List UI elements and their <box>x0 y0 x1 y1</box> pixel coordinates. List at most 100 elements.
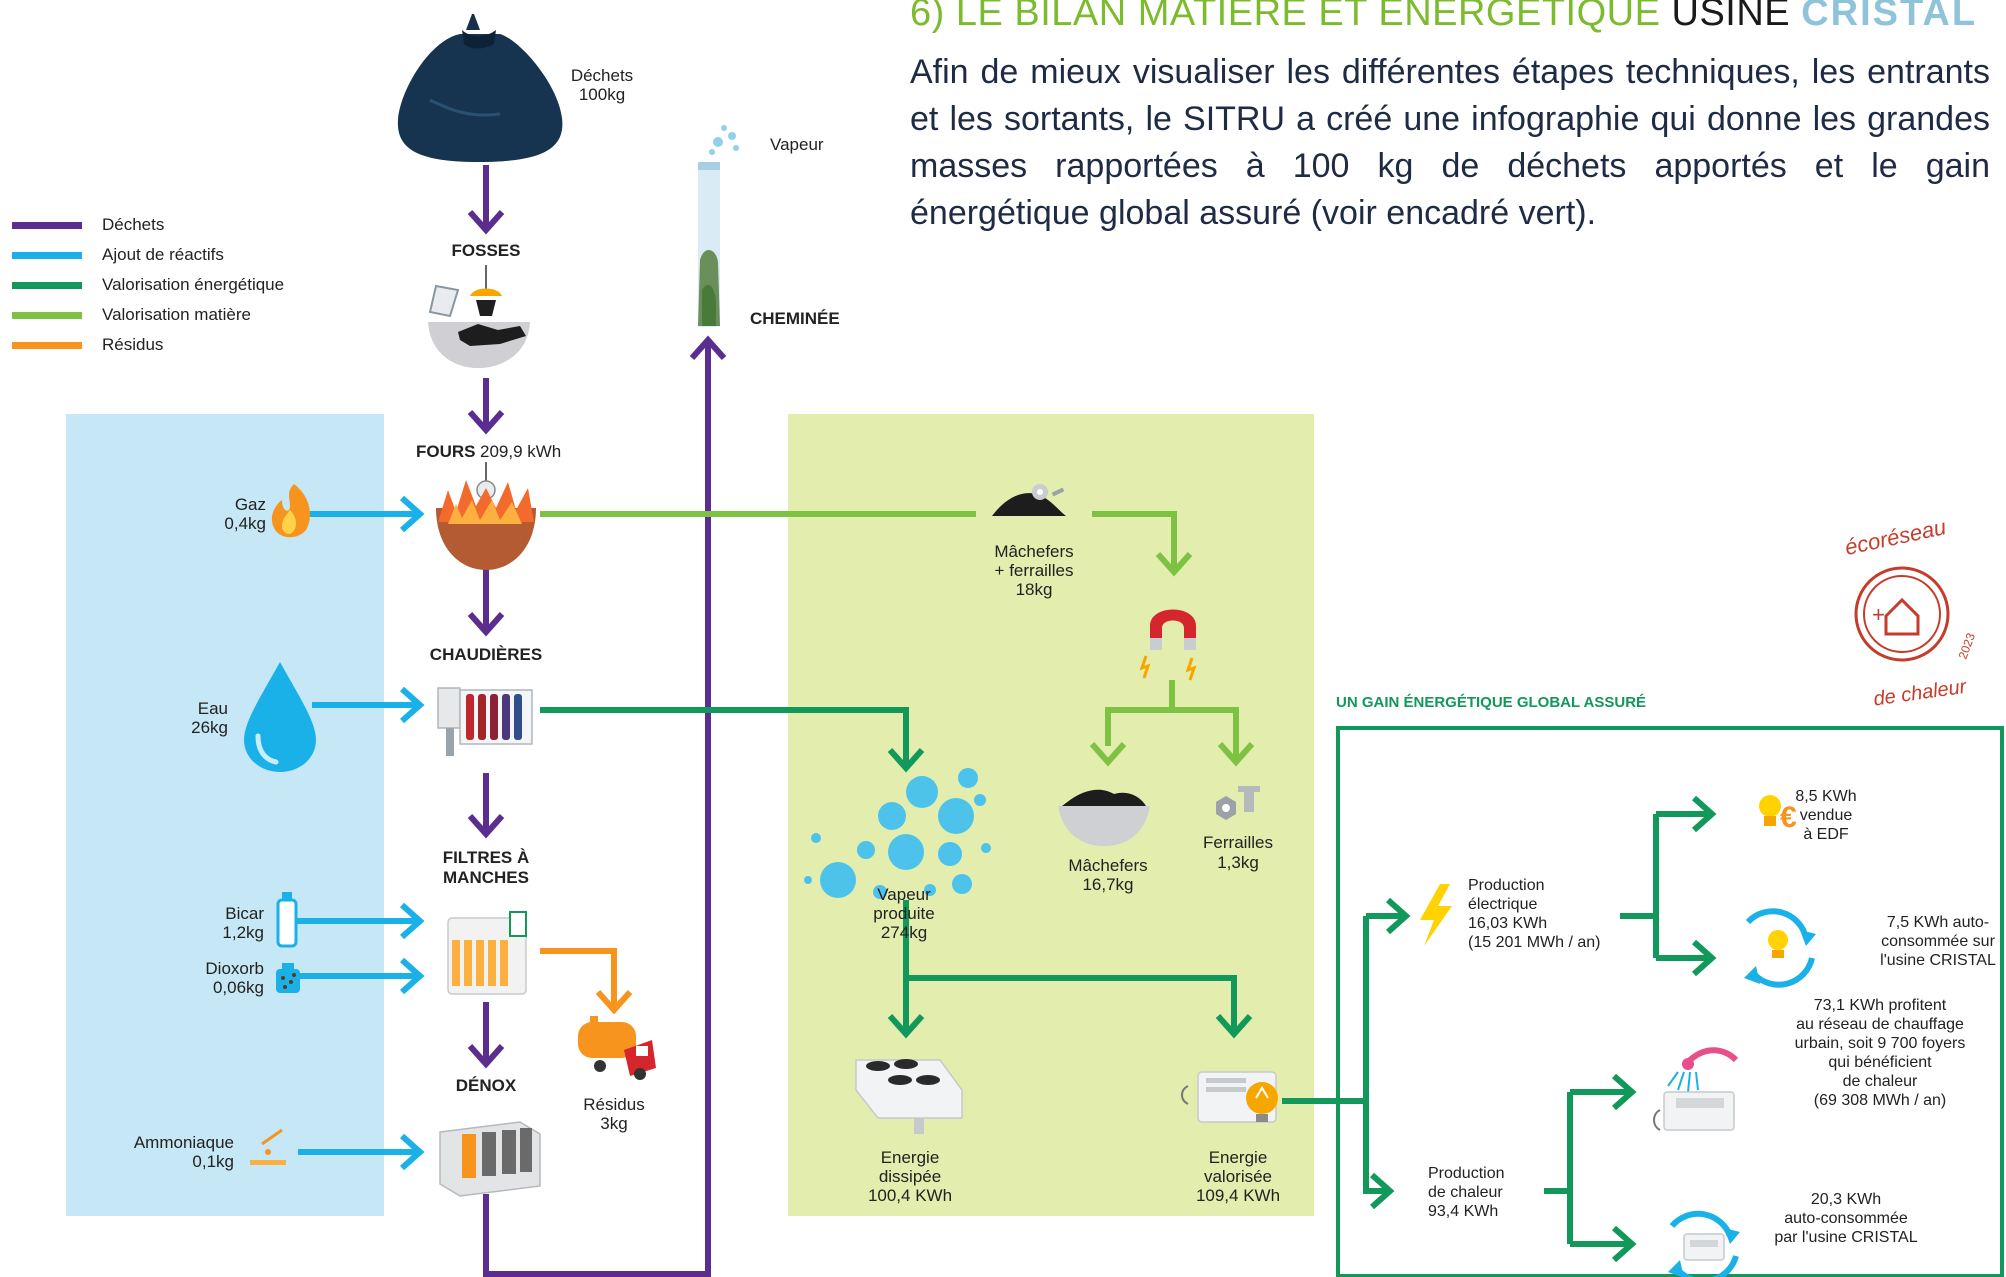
legend-label: Valorisation matière <box>102 305 251 324</box>
title-number: 6) <box>910 0 945 34</box>
pipette-icon <box>250 1128 286 1165</box>
jar-icon <box>276 963 300 993</box>
vapeur-produite-2: produite <box>873 904 934 923</box>
machefers-ferrailles-2: + ferrailles <box>995 561 1074 580</box>
residus-flow <box>540 948 633 1015</box>
trash-bag-icon <box>397 14 563 162</box>
legend-swatch <box>12 251 82 259</box>
radiator-icon <box>1181 1071 1278 1123</box>
machefers-ferrailles-1: Mâchefers <box>994 542 1073 561</box>
legend-swatch <box>12 221 82 229</box>
vendue-3: à EDF <box>1803 826 1849 843</box>
water-drop-icon <box>244 662 316 772</box>
filter-icon <box>447 911 527 995</box>
legend-item: Déchets <box>12 210 284 240</box>
auto-chaleur-1: 20,3 KWh <box>1811 1191 1881 1208</box>
shower-radiator-icon <box>1653 1047 1739 1131</box>
prod-elec-4: (15 201 MWh / an) <box>1468 934 1601 951</box>
auto-chaleur-2: auto-consommée <box>1784 1210 1908 1227</box>
vendue-2: vendue <box>1800 807 1853 824</box>
gain-title: UN GAIN ÉNERGÉTIQUE GLOBAL ASSURÉ <box>1336 694 1646 711</box>
legend: Déchets Ajout de réactifs Valorisation é… <box>12 210 284 360</box>
dissipee-1: Energie <box>881 1148 940 1167</box>
cheminee-label: CHEMINÉE <box>750 309 840 328</box>
legend-item: Valorisation énergétique <box>12 270 284 300</box>
vendue-1: 8,5 KWh <box>1795 788 1856 805</box>
prod-chaleur-2: de chaleur <box>1428 1184 1503 1201</box>
page-title: 6) LE BILAN MATIÈRE ET ÉNERGÉTIQUE USINE… <box>910 0 1990 35</box>
cycle-radiator-icon <box>1668 1210 1740 1277</box>
valorisee-2: valorisée <box>1204 1167 1272 1186</box>
machefers-ferrailles-3: 18kg <box>1016 580 1053 599</box>
steam-icon <box>709 125 739 155</box>
reactifs-panel <box>66 414 384 1216</box>
title-part2: USINE <box>1671 0 1791 34</box>
legend-swatch <box>12 311 82 319</box>
dechets-label: Déchets <box>571 66 633 85</box>
valorisee-1: Energie <box>1209 1148 1268 1167</box>
cooler-icon <box>855 1059 963 1134</box>
dissipee-2: dissipée <box>879 1167 941 1186</box>
auto-elec-2: consommée sur <box>1881 933 1995 950</box>
vapeur-top-label: Vapeur <box>770 135 824 154</box>
legend-item: Résidus <box>12 330 284 360</box>
reactifs-flow <box>296 495 425 1171</box>
lightning-icon <box>1420 884 1452 946</box>
chaudieres-label: CHAUDIÈRES <box>430 645 542 664</box>
dechets-mass: 100kg <box>579 85 625 104</box>
auto-chaleur-3: par l'usine CRISTAL <box>1774 1229 1917 1246</box>
legend-item: Ajout de réactifs <box>12 240 284 270</box>
legend-label: Résidus <box>102 335 164 354</box>
energie-flow <box>540 707 1717 1263</box>
denox-icon <box>439 1121 541 1197</box>
denox-label: DÉNOX <box>456 1076 517 1095</box>
eau-mass: 26kg <box>191 718 228 737</box>
legend-item: Valorisation matière <box>12 300 284 330</box>
prod-chaleur-3: 93,4 KWh <box>1428 1203 1498 1220</box>
ammoniaque-label: Ammoniaque <box>134 1133 234 1152</box>
reseau-5: de chaleur <box>1843 1073 1918 1090</box>
prod-elec-3: 16,03 KWh <box>1468 915 1547 932</box>
bicar-label: Bicar <box>225 904 264 923</box>
svg-text:+: + <box>1872 602 1885 627</box>
pit-icon <box>428 265 530 368</box>
furnace-icon <box>436 462 536 570</box>
reseau-4: qui bénéficient <box>1828 1054 1932 1071</box>
machefers-label: Mâchefers <box>1068 856 1147 875</box>
prod-elec-2: électrique <box>1468 896 1537 913</box>
ferrailles-label: Ferrailles <box>1203 833 1273 852</box>
gaz-mass: 0,4kg <box>224 514 266 533</box>
bottle-icon <box>276 892 298 948</box>
intro-paragraph: Afin de mieux visualiser les différentes… <box>910 53 1990 232</box>
brand-logo: CRISTAL <box>1801 0 1978 34</box>
legend-swatch <box>12 281 82 289</box>
legend-label: Ajout de réactifs <box>102 245 224 264</box>
legend-label: Valorisation énergétique <box>102 275 285 294</box>
gaz-label: Gaz <box>235 495 266 514</box>
dechets-flow <box>467 165 727 1277</box>
machefers-mass: 16,7kg <box>1082 875 1133 894</box>
prod-chaleur-1: Production <box>1428 1165 1505 1182</box>
bowl-icon <box>1058 789 1150 846</box>
fours-value: 209,9 kWh <box>480 442 561 461</box>
reseau-1: 73,1 KWh profitent <box>1814 997 1947 1014</box>
bubbles-icon <box>804 768 991 899</box>
reseau-6: (69 308 MWh / an) <box>1814 1092 1947 1109</box>
dioxorb-mass: 0,06kg <box>213 978 264 997</box>
screw-nut-icon <box>1216 786 1260 820</box>
prod-elec-1: Production <box>1468 877 1545 894</box>
reseau-2: au réseau de chauffage <box>1796 1016 1964 1033</box>
legend-swatch <box>12 341 82 349</box>
flame-icon <box>271 484 310 538</box>
chimney-icon <box>698 162 720 327</box>
ammoniaque-mass: 0,1kg <box>192 1152 234 1171</box>
clinker-icon <box>992 484 1066 516</box>
vapeur-produite-3: 274kg <box>881 923 927 942</box>
valorisee-3: 109,4 KWh <box>1196 1186 1280 1205</box>
eau-label: Eau <box>198 699 228 718</box>
residus-mass: 3kg <box>600 1114 627 1133</box>
legend-label: Déchets <box>102 215 165 234</box>
title-part1: LE BILAN MATIÈRE ET ÉNERGÉTIQUE <box>955 0 1661 34</box>
gain-box <box>1336 726 2004 1277</box>
